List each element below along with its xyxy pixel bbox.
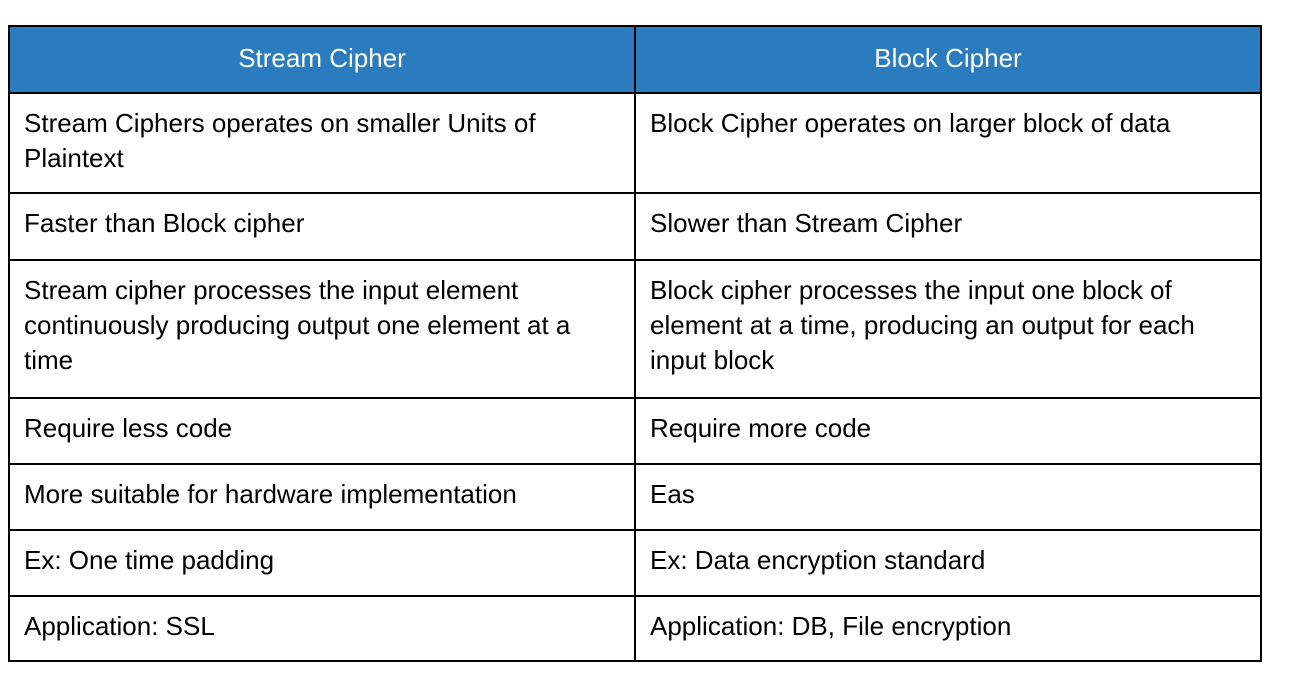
column-header-stream-cipher: Stream Cipher [8,25,636,94]
cell-stream-cipher-1: Stream Ciphers operates on smaller Units… [8,92,636,194]
cell-stream-cipher-5: More suitable for hardware implementatio… [8,463,636,531]
cell-block-cipher-4: Require more code [634,397,1262,465]
cell-block-cipher-6: Ex: Data encryption standard [634,529,1262,597]
table-row: Application: SSL Application: DB, File e… [8,595,1262,662]
cell-stream-cipher-3: Stream cipher processes the input elemen… [8,259,636,399]
cell-stream-cipher-4: Require less code [8,397,636,465]
table-header: Stream Cipher Block Cipher [8,25,1262,94]
comparison-table: Stream Cipher Block Cipher Stream Cipher… [8,25,1262,662]
cell-stream-cipher-6: Ex: One time padding [8,529,636,597]
cell-block-cipher-1: Block Cipher operates on larger block of… [634,92,1262,194]
cell-stream-cipher-7: Application: SSL [8,595,636,662]
cell-block-cipher-7: Application: DB, File encryption [634,595,1262,662]
table-header-row: Stream Cipher Block Cipher [8,25,1262,94]
table-row: Stream Ciphers operates on smaller Units… [8,92,1262,194]
cell-block-cipher-3: Block cipher processes the input one blo… [634,259,1262,399]
cell-block-cipher-5: Eas [634,463,1262,531]
table-body: Stream Ciphers operates on smaller Units… [8,92,1262,662]
table-row: Require less code Require more code [8,397,1262,465]
cell-stream-cipher-2: Faster than Block cipher [8,192,636,261]
table-row: More suitable for hardware implementatio… [8,463,1262,531]
table-row: Faster than Block cipher Slower than Str… [8,192,1262,261]
table-row: Stream cipher processes the input elemen… [8,259,1262,399]
column-header-block-cipher: Block Cipher [634,25,1262,94]
table-row: Ex: One time padding Ex: Data encryption… [8,529,1262,597]
cell-block-cipher-2: Slower than Stream Cipher [634,192,1262,261]
